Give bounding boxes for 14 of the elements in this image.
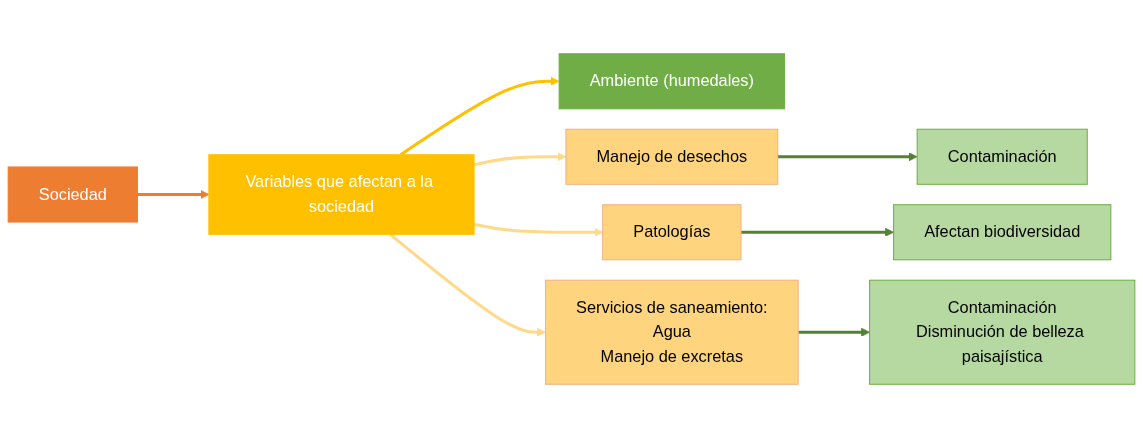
node-box: Ambiente (humedales) [558, 53, 786, 110]
node-box: Afectan biodiversidad [893, 204, 1112, 261]
arrow [777, 152, 918, 162]
node-box: Manejo de desechos [565, 128, 779, 185]
node-box: Contaminación [916, 128, 1088, 185]
node-box: Patologías [602, 204, 742, 261]
arrow [741, 227, 894, 237]
node-box: Servicios de saneamiento: Agua Manejo de excretas [545, 279, 799, 385]
node-box: Contaminación Disminución de belleza paisajística [869, 279, 1136, 385]
arrow [798, 327, 870, 337]
arrow [389, 233, 546, 337]
node-box: Sociedad [7, 166, 138, 223]
node-box: Variables que afectan a la sociedad [208, 154, 475, 235]
arrow [399, 76, 560, 156]
